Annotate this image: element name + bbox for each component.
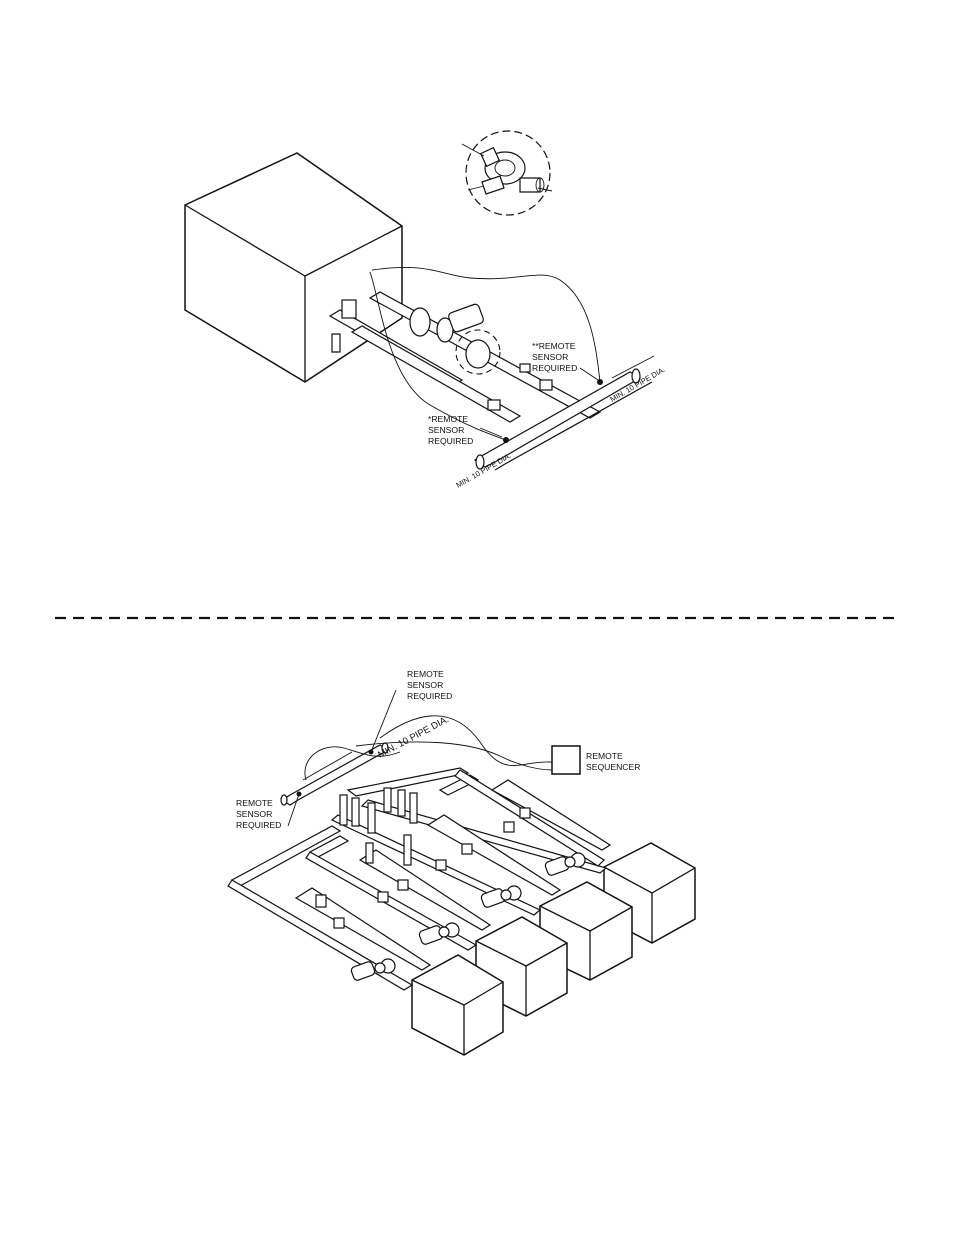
- sensor-dot-b: [503, 437, 509, 443]
- top-figure: **REMOTE SENSOR REQUIRED *REMOTE SENSOR …: [185, 131, 667, 490]
- remote-sensor-b-label-2: SENSOR: [428, 425, 464, 435]
- remote-sensor-a-label-2: SENSOR: [532, 352, 568, 362]
- remote-sensor-b-label-1: *REMOTE: [428, 414, 468, 424]
- remote-sensor-left-label-3: REQUIRED: [236, 820, 281, 830]
- bottom-figure: REMOTE SENSOR REQUIRED REMOTE SENSOR REQ…: [228, 669, 695, 1055]
- remote-sensor-top-label-2: SENSOR: [407, 680, 443, 690]
- remote-sequencer-label-1: REMOTE: [586, 751, 623, 761]
- top-piping: [330, 267, 654, 470]
- pump-detail-circle: [462, 131, 552, 215]
- remote-sensor-top-label-1: REMOTE: [407, 669, 444, 679]
- remote-sensor-left-label-2: SENSOR: [236, 809, 272, 819]
- remote-sequencer-label-2: SEQUENCER: [586, 762, 640, 772]
- remote-sensor-top-label-3: REQUIRED: [407, 691, 452, 701]
- remote-sensor-b-label-3: REQUIRED: [428, 436, 473, 446]
- remote-sequencer-box: [552, 746, 580, 774]
- remote-sensor-a-label-1: **REMOTE: [532, 341, 576, 351]
- remote-sensor-a-label-3: REQUIRED: [532, 363, 577, 373]
- remote-sensor-left-label-1: REMOTE: [236, 798, 273, 808]
- heater-cabinet: [185, 153, 402, 382]
- min-pipe-dia-label: MIN. 10 PIPE DIA.: [376, 714, 451, 761]
